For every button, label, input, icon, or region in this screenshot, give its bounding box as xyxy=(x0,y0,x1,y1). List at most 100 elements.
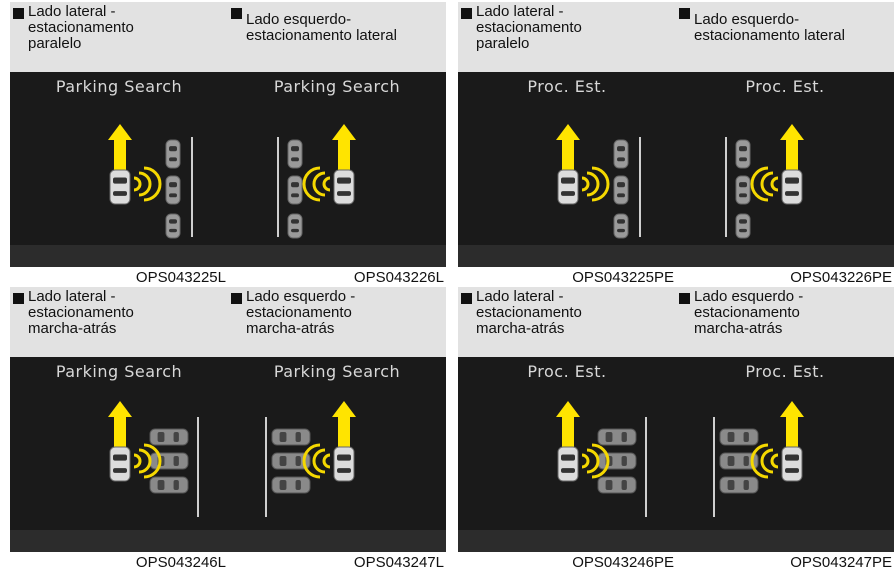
screen-title: Proc. Est. xyxy=(527,362,607,381)
panel: Lado lateral - estacionamento marcha-atr… xyxy=(10,287,228,574)
parking-illustration xyxy=(277,124,356,239)
parking-illustration xyxy=(108,401,199,517)
bullet-square-icon xyxy=(461,293,472,304)
cluster-screen: Parking Search xyxy=(228,357,446,552)
screen-title: Parking Search xyxy=(55,77,183,96)
parked-car xyxy=(165,175,181,205)
sensor-wave-icon xyxy=(312,448,326,474)
direction-arrow-icon xyxy=(780,124,804,172)
ego-car xyxy=(333,446,355,482)
parked-car xyxy=(597,452,637,470)
panel-caption: Lado lateral - estacionamento paralelo xyxy=(10,2,228,72)
screen-bottom-bar xyxy=(228,530,446,552)
ego-car xyxy=(557,446,579,482)
parking-illustration xyxy=(713,401,804,517)
screen-title: Proc. Est. xyxy=(745,362,825,381)
parked-car xyxy=(719,452,759,470)
sensor-wave-icon xyxy=(322,453,331,469)
parking-illustration xyxy=(725,124,804,239)
sensor-wave-icon xyxy=(586,448,600,474)
bullet-square-icon xyxy=(679,8,690,19)
parked-car xyxy=(735,213,751,239)
figure-code: OPS043246PE xyxy=(572,554,674,571)
parked-car xyxy=(613,175,629,205)
ego-car xyxy=(333,169,355,205)
screen-title: Parking Search xyxy=(273,77,401,96)
sensor-wave-icon xyxy=(586,171,600,197)
panel-caption: Lado lateral - estacionamento marcha-atr… xyxy=(458,287,676,357)
parked-car xyxy=(271,428,311,446)
sensor-wave-icon xyxy=(133,453,142,469)
direction-arrow-icon xyxy=(556,124,580,172)
figure-code: OPS043226PE xyxy=(790,269,892,286)
ego-car xyxy=(557,169,579,205)
figure-code: OPS043225L xyxy=(135,269,226,286)
screen-bottom-bar xyxy=(458,245,676,267)
direction-arrow-icon xyxy=(780,401,804,449)
parked-car xyxy=(597,476,637,494)
panel: Lado lateral - estacionamento paralelo P… xyxy=(10,2,228,289)
direction-arrow-icon xyxy=(556,401,580,449)
screen-title: Parking Search xyxy=(273,362,401,381)
parked-car xyxy=(287,175,303,205)
cluster-screen: Parking Search xyxy=(228,72,446,267)
bullet-square-icon xyxy=(231,293,242,304)
sensor-wave-icon xyxy=(302,443,321,479)
sensor-wave-icon xyxy=(591,443,610,479)
cluster-screen: Proc. Est. xyxy=(676,72,894,267)
sensor-wave-icon xyxy=(591,166,610,202)
parking-illustration xyxy=(265,401,356,517)
parked-car xyxy=(287,139,303,169)
parked-car xyxy=(719,428,759,446)
sensor-wave-icon xyxy=(302,166,321,202)
parked-car xyxy=(271,476,311,494)
figure-code: OPS043226L xyxy=(353,269,444,286)
parked-car xyxy=(735,139,751,169)
parked-car xyxy=(271,452,311,470)
screen-bottom-bar xyxy=(228,245,446,267)
ego-car xyxy=(109,169,131,205)
sensor-wave-icon xyxy=(760,448,774,474)
sensor-wave-icon xyxy=(750,166,769,202)
bullet-square-icon xyxy=(231,8,242,19)
parking-illustration xyxy=(108,124,193,239)
sensor-wave-icon xyxy=(770,453,779,469)
screen-bottom-bar xyxy=(458,530,676,552)
parking-illustration xyxy=(556,124,641,239)
panel: Lado esquerdo - estacionamento marcha-at… xyxy=(676,287,894,574)
sensor-wave-icon xyxy=(581,176,590,192)
parked-car xyxy=(287,213,303,239)
panel: Lado esquerdo- estacionamento lateral Pr… xyxy=(676,2,894,289)
panel-caption: Lado esquerdo - estacionamento marcha-at… xyxy=(676,287,894,357)
bullet-square-icon xyxy=(461,8,472,19)
cluster-screen: Proc. Est. xyxy=(458,72,676,267)
parked-car xyxy=(597,428,637,446)
parked-car xyxy=(165,213,181,239)
parked-car xyxy=(719,476,759,494)
cluster-screen: Proc. Est. xyxy=(676,357,894,552)
ego-car xyxy=(781,169,803,205)
sensor-wave-icon xyxy=(143,443,162,479)
ego-car xyxy=(109,446,131,482)
parked-car xyxy=(613,139,629,169)
ego-car xyxy=(781,446,803,482)
sensor-wave-icon xyxy=(581,453,590,469)
direction-arrow-icon xyxy=(332,401,356,449)
screen-bottom-bar xyxy=(10,245,228,267)
panel-caption: Lado esquerdo - estacionamento marcha-at… xyxy=(228,287,446,357)
cluster-screen: Proc. Est. xyxy=(458,357,676,552)
sensor-wave-icon xyxy=(138,171,152,197)
direction-arrow-icon xyxy=(108,124,132,172)
panel: Lado lateral - estacionamento marcha-atr… xyxy=(458,287,676,574)
screen-bottom-bar xyxy=(10,530,228,552)
sensor-wave-icon xyxy=(143,166,162,202)
cluster-screen: Parking Search xyxy=(10,357,228,552)
screen-bottom-bar xyxy=(676,245,894,267)
sensor-wave-icon xyxy=(138,448,152,474)
sensor-wave-icon xyxy=(322,176,331,192)
cluster-screen: Parking Search xyxy=(10,72,228,267)
panel-caption: Lado esquerdo- estacionamento lateral xyxy=(676,2,894,72)
figure-code: OPS043247PE xyxy=(790,554,892,571)
screen-bottom-bar xyxy=(676,530,894,552)
figure-code: OPS043225PE xyxy=(572,269,674,286)
